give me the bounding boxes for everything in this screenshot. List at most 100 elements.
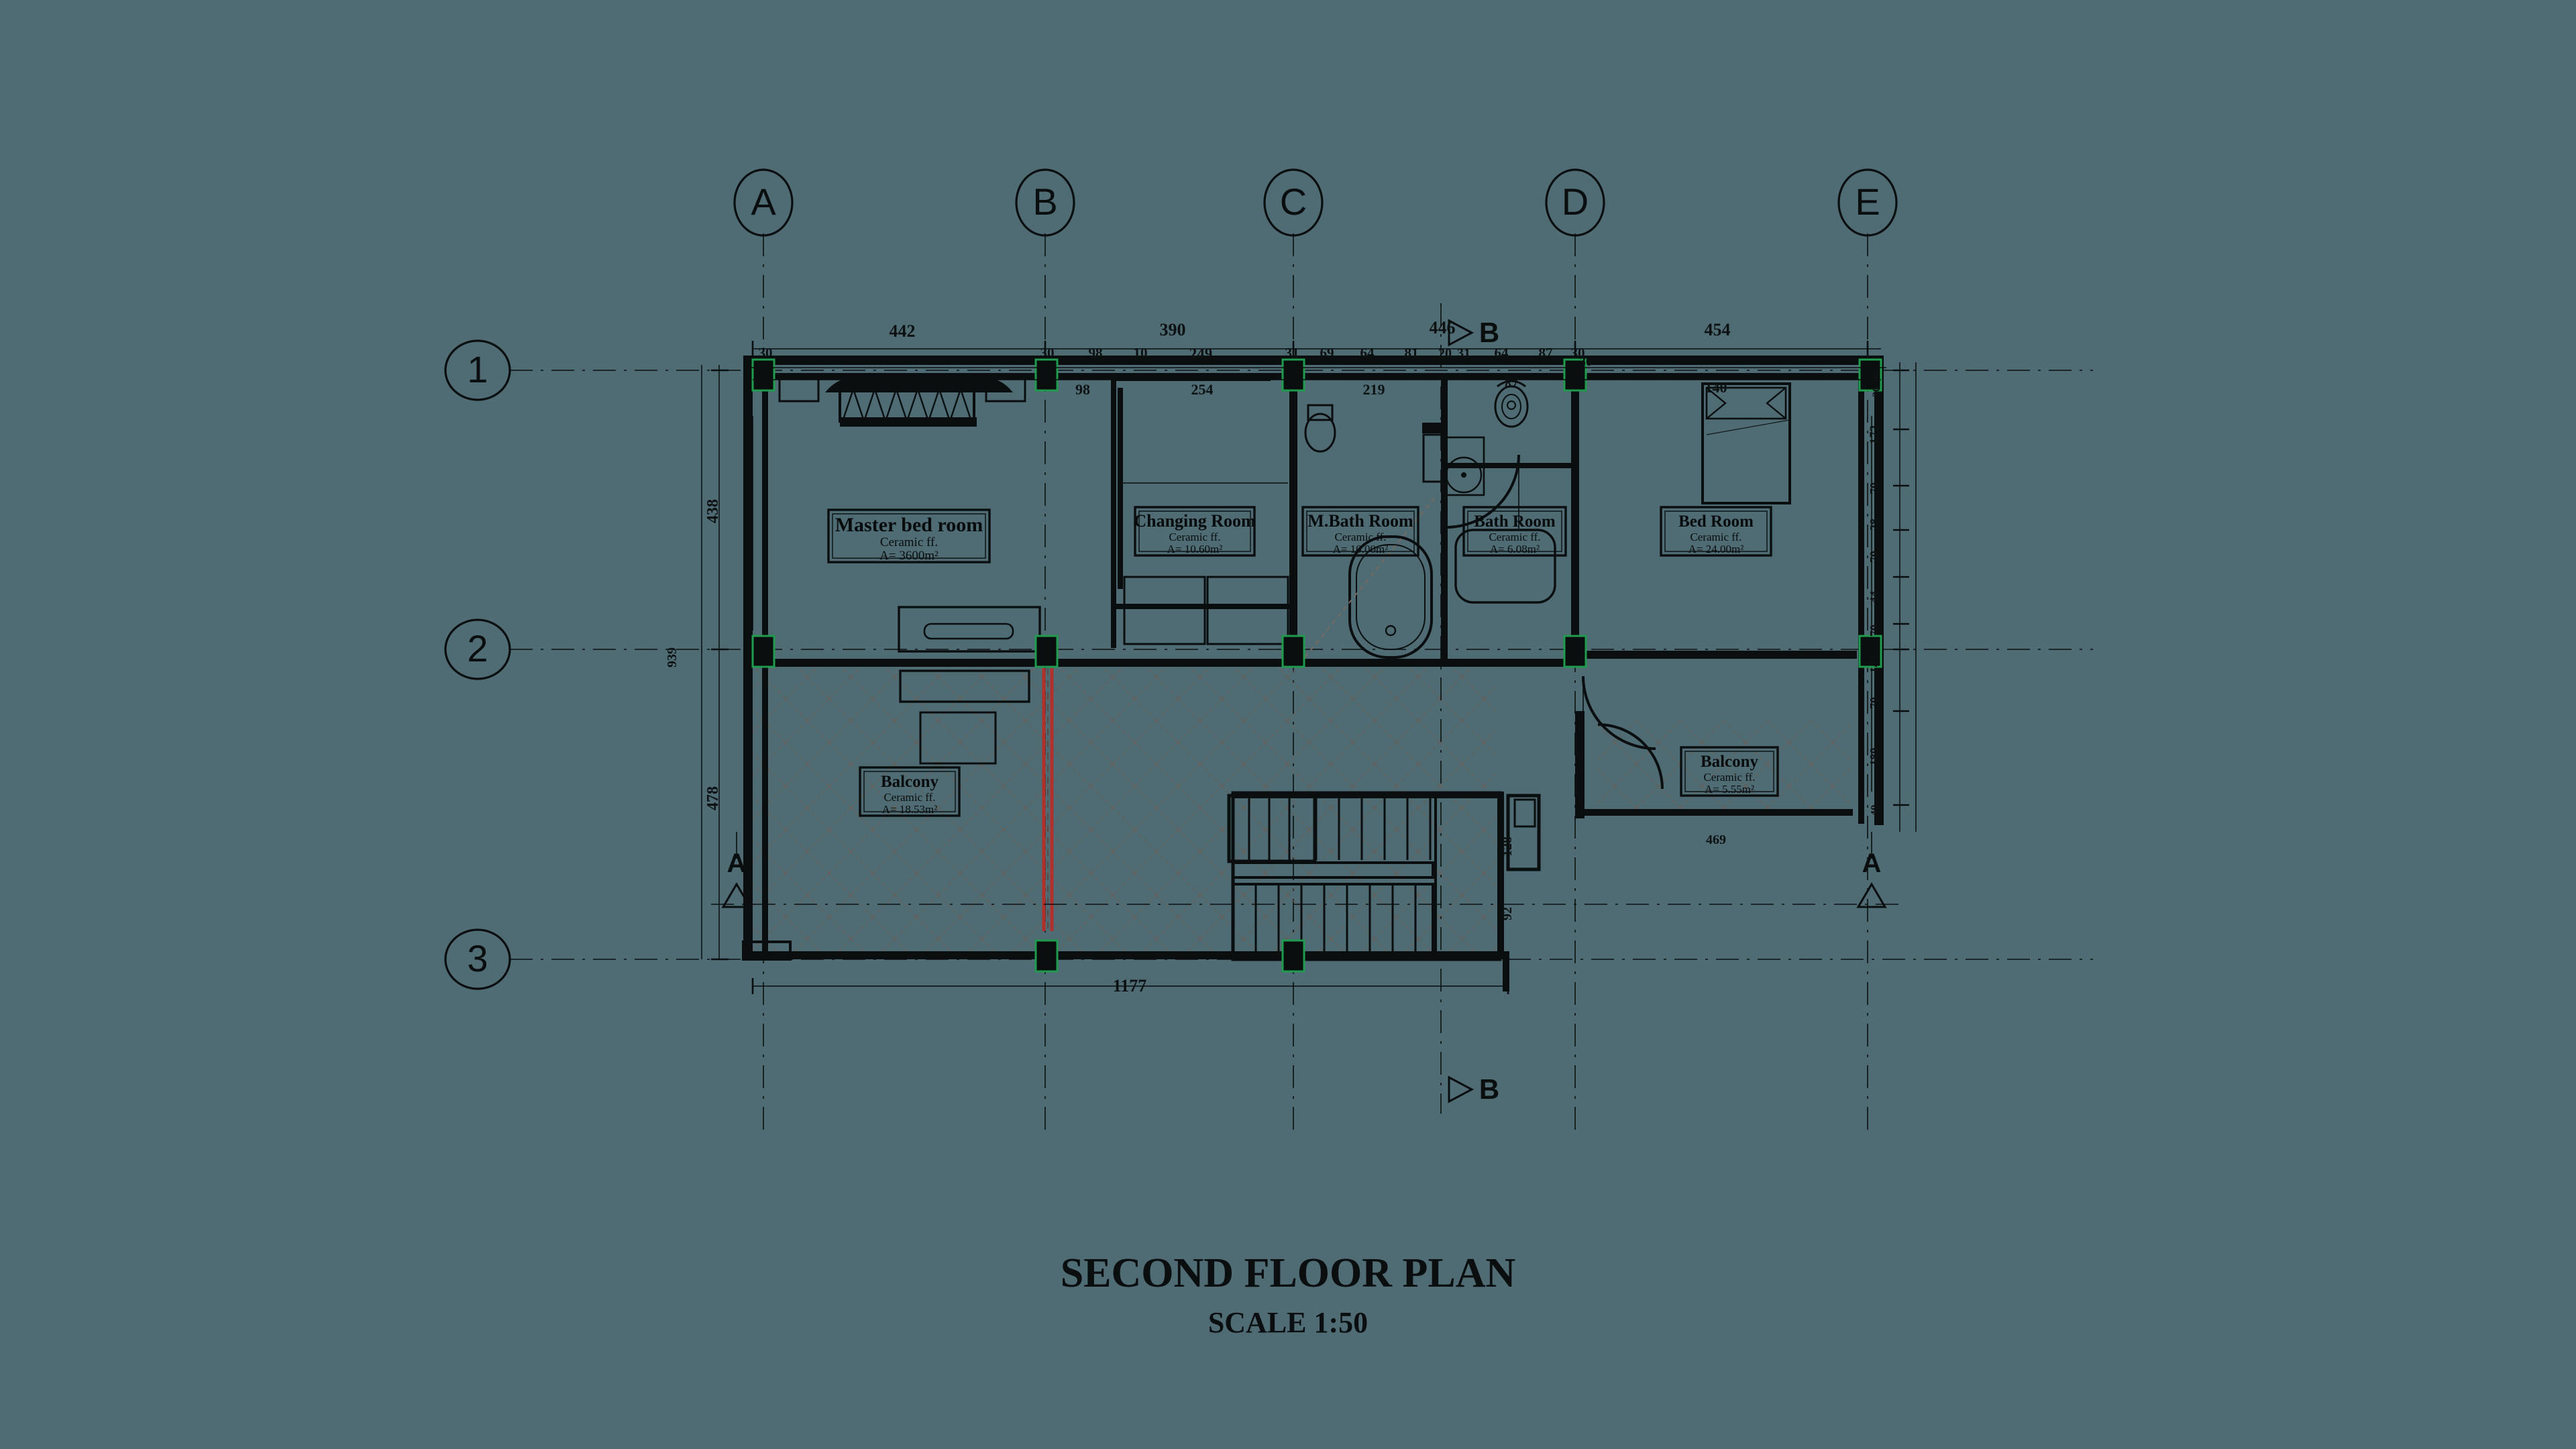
dimension-text: 249 <box>1189 345 1213 362</box>
dimension-text: 70 <box>1868 482 1881 494</box>
title-block: SECOND FLOOR PLAN SCALE 1:50 <box>1061 1250 1516 1339</box>
dimension-text-top-inner: 30 30 98 10 249 31 69 64 81 20 31 64 87 … <box>759 345 1593 369</box>
mbath-fixtures <box>1304 404 1445 659</box>
grid-bubble-B[interactable]: B <box>1015 168 1075 237</box>
room-name: Master bed room <box>835 514 983 536</box>
bedroom-right-furniture <box>1582 382 1791 790</box>
grid-bubble-label: D <box>1562 180 1589 223</box>
room-finish: Ceramic ff. <box>1489 531 1540 543</box>
room-name: M.Bath Room <box>1307 511 1413 531</box>
grid-bubble-E[interactable]: E <box>1837 168 1898 237</box>
grid-bubble-label: 2 <box>467 627 488 669</box>
dimension-text-second-row: 98 254 219 <box>1075 381 1385 398</box>
section-marker-label: B <box>1479 1073 1499 1105</box>
room-name: Bed Room <box>1678 513 1754 531</box>
dimension-text: 30 <box>759 345 773 361</box>
dimension-text: 40 <box>1868 370 1881 382</box>
room-finish: Ceramic ff. <box>1690 531 1741 543</box>
room-area: A= 18.53m² <box>882 803 938 816</box>
dimension-text: 454 <box>1705 320 1731 339</box>
dimension-text: 1177 <box>1113 976 1147 996</box>
dimension-text: 40 <box>1868 805 1881 816</box>
dimension-text-right: 40 30 172 70 28 70 44 70 140 70 180 40 <box>1868 370 1882 816</box>
grid-bubble-label: 3 <box>467 937 488 979</box>
dimension-text-bottom: 1177 469 128 92 <box>1113 833 1726 996</box>
dimension-text: 31 <box>1285 345 1299 361</box>
room-label-bath-room: Bath Room Ceramic ff. A= 6.08m² <box>1462 506 1567 557</box>
dimension-text: 30 <box>1871 386 1882 397</box>
dimension-text: 98 <box>1075 381 1090 398</box>
dimension-text: 469 <box>1706 833 1726 847</box>
room-label-master-bed-room: Master bed room Ceramic ff. A= 3600m² <box>827 508 991 564</box>
grid-bubble-label: 1 <box>467 348 488 390</box>
room-label-changing-room: Changing Room Ceramic ff. A= 10.60m² <box>1134 506 1256 557</box>
room-finish: Ceramic ff. <box>1169 531 1220 543</box>
grid-bubble-label: E <box>1855 180 1880 223</box>
section-marker-A-left[interactable]: A <box>721 832 752 908</box>
dimension-text: 128 <box>1500 837 1515 857</box>
dimension-text: 81 <box>1405 345 1419 361</box>
dimension-text: 87 <box>1539 345 1553 361</box>
dimension-text: 140 <box>1705 379 1727 396</box>
dimension-lines <box>701 341 1917 994</box>
dimension-text: 10 <box>1134 345 1148 361</box>
room-area: A= 10.00m² <box>1333 543 1389 555</box>
dimension-text: 30 <box>1040 345 1055 361</box>
room-finish: Ceramic ff. <box>1703 771 1755 784</box>
dimension-text: 44 <box>1868 591 1881 603</box>
room-area: A= 6.08m² <box>1490 543 1540 555</box>
room-label-bed-room: Bed Room Ceramic ff. A= 24.00m² <box>1660 506 1772 557</box>
room-label-balcony-left: Balcony Ceramic ff. A= 18.53m² <box>859 766 961 817</box>
dimension-text: 219 <box>1363 381 1385 398</box>
grid-bubble-C[interactable]: C <box>1263 168 1324 237</box>
dimension-text: 438 <box>704 499 722 523</box>
dimension-text: 939 <box>665 647 680 667</box>
room-area: A= 10.60m² <box>1167 543 1223 555</box>
dimension-text: 172 <box>1868 425 1882 445</box>
room-finish: Ceramic ff. <box>880 535 938 549</box>
master-bedroom-furniture <box>778 376 1041 765</box>
dimension-text: 30 <box>1571 345 1585 361</box>
grid-bubble-D[interactable]: D <box>1545 168 1605 237</box>
drawing-title: SECOND FLOOR PLAN <box>1061 1250 1516 1296</box>
window-openings <box>752 359 1872 931</box>
grid-bubble-2[interactable]: 2 <box>444 619 511 680</box>
dimension-text: 98 <box>1089 345 1103 361</box>
grid-bubbles: A B C D E 1 2 3 <box>444 168 1898 990</box>
dimension-text: 87 <box>1505 376 1518 391</box>
room-name: Balcony <box>881 773 939 791</box>
grid-bubble-label: A <box>751 180 776 223</box>
changing-room-furniture <box>1118 388 1289 645</box>
room-label-m-bath-room: M.Bath Room Ceramic ff. A= 10.00m² <box>1301 506 1419 557</box>
grid-bubble-label: C <box>1280 180 1307 223</box>
dimension-text: 28 <box>1868 519 1881 531</box>
dimension-text: 20 <box>1438 346 1452 361</box>
dimension-text: 31 <box>1457 346 1470 361</box>
dimension-text: 30 <box>1580 355 1593 369</box>
dimension-text: 69 <box>1320 345 1334 361</box>
grid-bubble-A[interactable]: A <box>733 168 794 237</box>
section-marker-B-top[interactable]: B <box>1448 317 1499 348</box>
section-marker-B-bottom[interactable]: B <box>1448 1073 1499 1105</box>
bathroom-fixtures <box>1442 380 1556 604</box>
room-name: Balcony <box>1701 753 1759 771</box>
section-marker-A-right[interactable]: A <box>1856 832 1887 908</box>
room-area: A= 5.55m² <box>1705 783 1754 796</box>
grid-bubble-1[interactable]: 1 <box>444 339 511 401</box>
room-name: Changing Room <box>1134 511 1256 531</box>
section-marker-label: B <box>1479 317 1499 348</box>
dimension-text: 92 <box>1500 907 1515 920</box>
dimension-text: 70 <box>1868 551 1881 563</box>
grid-bubble-3[interactable]: 3 <box>444 928 511 990</box>
dimension-text: 478 <box>704 786 722 810</box>
room-finish: Ceramic ff. <box>883 791 935 804</box>
balcony-hatch-areas <box>751 661 1850 956</box>
dimension-text: 64 <box>1495 345 1509 361</box>
room-area: A= 3600m² <box>879 549 938 563</box>
dimension-text: 140 <box>1868 655 1881 674</box>
dimension-text-top-outer: 442 390 446 454 <box>890 318 1731 341</box>
dimension-text: 390 <box>1160 320 1186 339</box>
dimension-text-left: 438 939 478 <box>665 499 722 810</box>
